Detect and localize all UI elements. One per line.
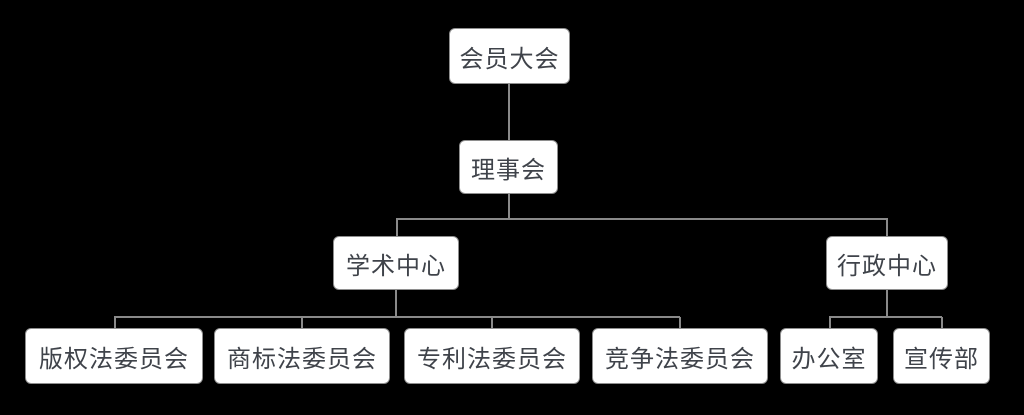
connector-drop-publicity xyxy=(941,317,943,328)
connector-centers-rail xyxy=(396,218,887,220)
org-node-copyright-committee: 版权法委员会 xyxy=(25,328,203,384)
connector-drop-admin-center xyxy=(886,218,888,236)
connector-drop-academic-center xyxy=(396,218,398,236)
connector-drop-copyright xyxy=(114,317,116,328)
org-node-member-assembly: 会员大会 xyxy=(449,28,570,84)
connector-drop-office xyxy=(829,317,831,328)
connector-admin-stem xyxy=(886,290,888,317)
org-node-publicity-department: 宣传部 xyxy=(893,328,990,384)
org-node-trademark-committee: 商标法委员会 xyxy=(214,328,390,384)
org-node-board-of-directors: 理事会 xyxy=(459,140,558,194)
connector-academic-stem xyxy=(395,290,397,317)
org-node-academic-center: 学术中心 xyxy=(333,236,459,290)
org-node-patent-committee: 专利法委员会 xyxy=(404,328,580,384)
connector-committees-rail xyxy=(114,316,680,318)
connector-assembly-board xyxy=(508,84,510,140)
org-node-competition-committee: 竞争法委员会 xyxy=(592,328,768,384)
connector-drop-trademark xyxy=(301,317,303,328)
connector-drop-competition xyxy=(679,317,681,328)
org-node-office: 办公室 xyxy=(780,328,878,384)
connector-drop-patent xyxy=(491,317,493,328)
org-node-admin-center: 行政中心 xyxy=(826,236,948,290)
connector-board-stem xyxy=(508,194,510,219)
connector-admin-rail xyxy=(829,316,942,318)
